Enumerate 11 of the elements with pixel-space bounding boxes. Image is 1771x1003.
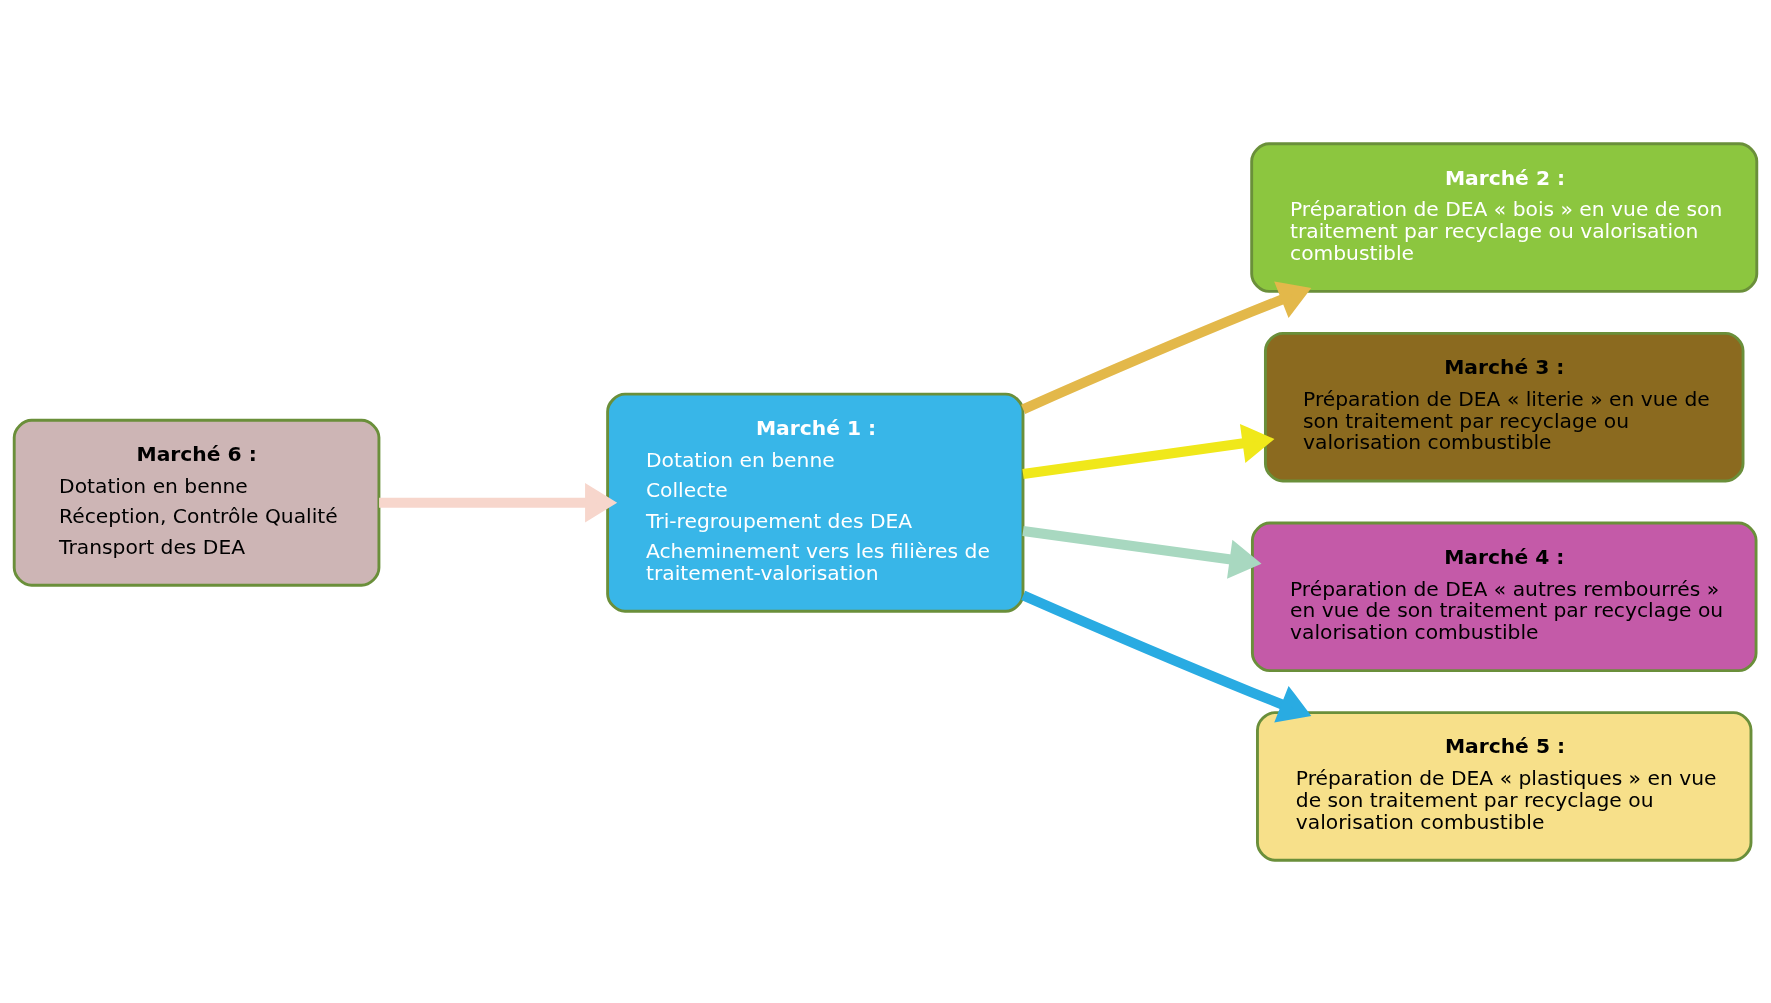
arrow (1022, 525, 1262, 579)
node-box: Marché 6 : Dotation en benne Réception, Contrôle Qualité Transport des DEA (12, 418, 381, 587)
arrow (379, 482, 618, 522)
arrow (1021, 590, 1312, 723)
node-box: Marché 3 : Préparation de DEA « literie » en vue de son traitement par recyclage ou valorisation combustible (1263, 331, 1745, 482)
arrow (1022, 423, 1275, 479)
node-box: Marché 4 : Préparation de DEA « autres rembourrés » en vue de son traitement par recyclage ou valorisation combustible (1250, 521, 1758, 672)
node-box: Marché 5 : Préparation de DEA « plastiques » en vue de son traitement par recyclage ou valorisation combustible (1256, 710, 1753, 862)
node-box: Marché 2 : Préparation de DEA « bois » en vue de son traitement par recyclage ou valorisation combustible (1250, 141, 1759, 293)
arrow (1021, 280, 1312, 414)
node-box: Marché 1 : Dotation en benne Collecte Tri-regroupement des DEA Acheminement vers les filières de traitement-valorisation (606, 392, 1025, 613)
